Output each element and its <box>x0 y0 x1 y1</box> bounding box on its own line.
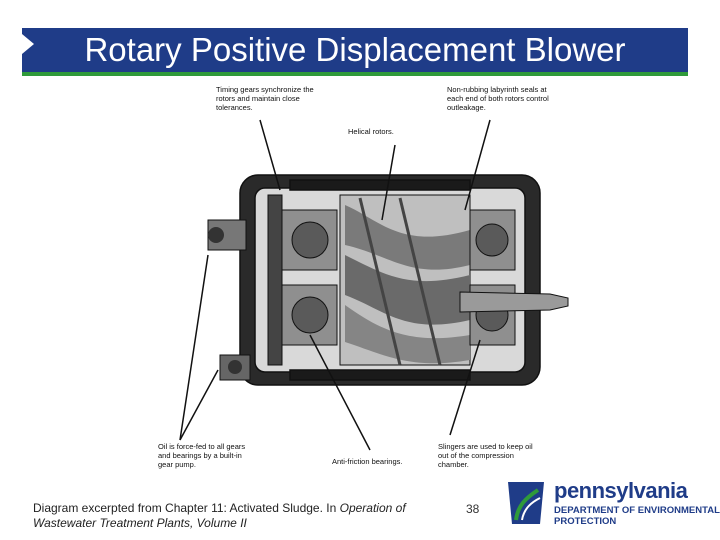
oil-pump <box>207 219 251 381</box>
keystone-logo-icon <box>508 482 544 524</box>
callout-bearings: Anti-friction bearings. <box>332 457 403 466</box>
blower-cutaway-diagram <box>179 119 569 451</box>
timing-gears <box>267 194 338 366</box>
caption-source-title: Operation of Wastewater Treatment Plants… <box>33 501 406 530</box>
callout-slingers: Slingers are used to keep oil out of the… <box>438 442 533 469</box>
callout-labyrinth-seals: Non-rubbing labyrinth seals at each end … <box>447 85 549 112</box>
logo-state-name: pennsylvania <box>554 478 688 503</box>
callout-timing-gears: Timing gears synchronize the rotors and … <box>216 85 314 112</box>
callout-oil: Oil is force-fed to all gears and bearin… <box>158 442 246 469</box>
logo-department-line2: PROTECTION <box>554 516 617 527</box>
bearings-and-seals <box>469 209 516 346</box>
helical-rotors <box>339 194 471 366</box>
pa-dep-logo: pennsylvania DEPARTMENT OF ENVIRONMENTAL… <box>504 478 720 528</box>
slide-title: Rotary Positive Displacement Blower <box>84 31 626 68</box>
title-bar: Rotary Positive Displacement Blower <box>22 28 688 72</box>
title-underline <box>22 72 688 76</box>
leader-lines <box>179 119 491 451</box>
diagram-caption: Diagram excerpted from Chapter 11: Activ… <box>33 501 433 531</box>
callout-helical-rotors: Helical rotors. <box>348 127 394 136</box>
page-number: 38 <box>466 502 480 516</box>
caption-text: Diagram excerpted from Chapter 11: Activ… <box>33 501 340 515</box>
logo-department-line1: DEPARTMENT OF ENVIRONMENTAL <box>554 505 720 516</box>
drive-shaft <box>459 291 569 313</box>
title-arrow-icon <box>22 34 34 54</box>
